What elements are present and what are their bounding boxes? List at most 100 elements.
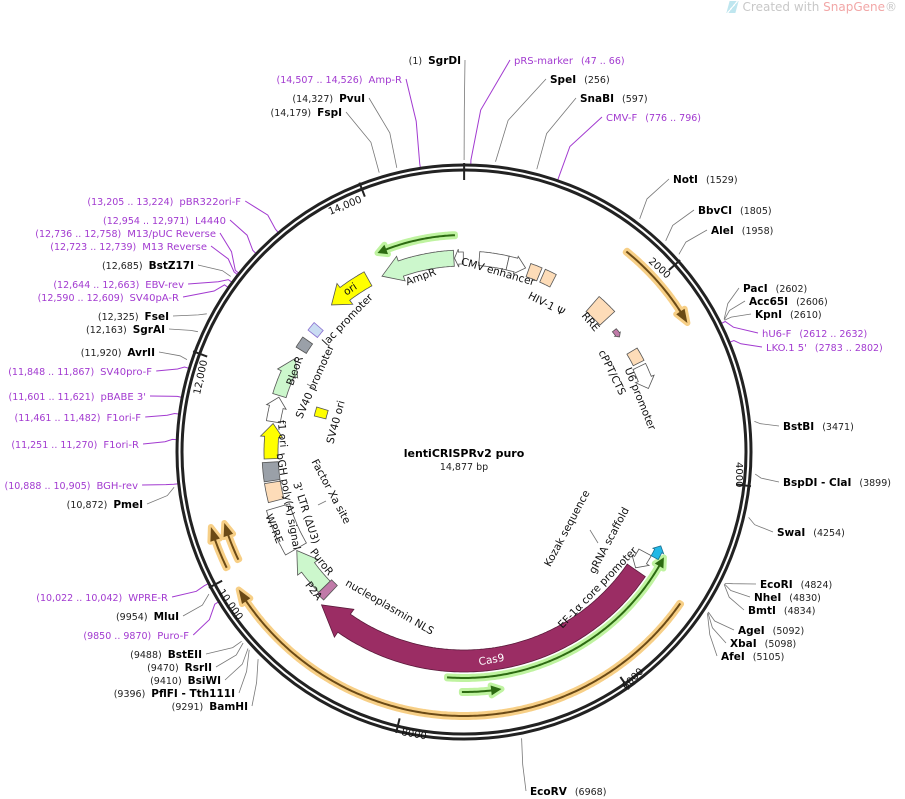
primer-cmv-f[interactable]: CMV-F(776 .. 796) — [606, 113, 701, 124]
site-pvui[interactable]: (14,327)PvuI — [292, 93, 365, 105]
cmv-promoter-feature[interactable] — [505, 255, 527, 275]
site-nhei[interactable]: NheI(4830) — [754, 592, 821, 604]
lac-operator-feature[interactable] — [295, 336, 314, 354]
u6-box-feature[interactable] — [626, 347, 645, 367]
ampr-feature[interactable] — [381, 249, 455, 282]
primer-sv40pa-r[interactable]: (12,590 .. 12,609)SV40pA-R — [38, 293, 179, 304]
p2a-feature[interactable] — [316, 579, 338, 601]
site-spei[interactable]: SpeI(256) — [550, 74, 610, 86]
orf-arc-small[interactable] — [458, 682, 505, 699]
site-rsrii[interactable]: (9470)RsrII — [147, 662, 212, 674]
site-bstz17i[interactable]: (12,685)BstZ17I — [102, 260, 194, 272]
feature-label-factor-xa: Factor Xa site — [309, 457, 353, 526]
primer-leader-line — [229, 219, 258, 255]
leader-lines — [142, 59, 780, 792]
site-leader-line — [172, 313, 207, 317]
puror-feature[interactable] — [296, 549, 331, 593]
site-noti[interactable]: NotI(1529) — [673, 174, 738, 186]
u6-promoter-feature[interactable] — [632, 362, 655, 390]
cas9-feature[interactable] — [320, 563, 646, 673]
site-fspi[interactable]: (14,179)FspI — [270, 107, 342, 119]
wpre-feature[interactable] — [266, 503, 307, 556]
primer-pbr322ori-f[interactable]: (13,205 .. 13,224)pBR322ori-F — [87, 197, 241, 208]
lac-promoter-feature[interactable] — [307, 322, 324, 339]
site-bbvci[interactable]: BbvCI(1805) — [698, 205, 772, 217]
primer-leader-line — [719, 320, 759, 334]
site-acc65i[interactable]: Acc65I(2606) — [749, 296, 828, 308]
primer-ebv-rev[interactable]: (12,644 .. 12,663)EBV-rev — [53, 280, 184, 291]
site-bamhi[interactable]: (9291)BamHI — [172, 701, 248, 713]
site-fsei[interactable]: (12,325)FseI — [98, 311, 169, 323]
site-bsiwi[interactable]: (9410)BsiWI — [150, 675, 221, 687]
bgh-polya-feature[interactable] — [261, 461, 281, 483]
primer-leader-line — [156, 366, 191, 372]
primer-lko1-5[interactable]: LKO.1 5'(2783 .. 2802) — [766, 343, 883, 354]
hiv1-psi-feature-1[interactable] — [525, 262, 543, 282]
ampr-promoter-feature[interactable] — [454, 248, 464, 268]
ltr-feature[interactable] — [264, 480, 285, 504]
site-bspdi-clai[interactable]: BspDI - ClaI(3899) — [783, 477, 891, 489]
site-sgrai[interactable]: (12,163)SgrAI — [86, 324, 165, 336]
primer-prs-marker[interactable]: pRS-marker(47 .. 66) — [514, 56, 625, 67]
site-avrii[interactable]: (11,920)AvrII — [81, 347, 155, 359]
primer-sv40pro-f[interactable]: (11,848 .. 11,867)SV40pro-F — [8, 367, 152, 378]
primer-m13-reverse[interactable]: (12,723 .. 12,739)M13 Reverse — [50, 242, 207, 253]
orf-arc-bottom[interactable] — [235, 586, 685, 720]
f1-ori-feature[interactable] — [259, 422, 284, 460]
site-leader-line — [495, 78, 547, 162]
site-alei[interactable]: AleI(1958) — [711, 225, 773, 237]
cppt-feature[interactable] — [611, 328, 621, 338]
site-leader-line — [754, 421, 780, 427]
primer-leader-line — [219, 232, 241, 275]
site-snabi[interactable]: SnaBI(597) — [580, 93, 648, 105]
site-afei[interactable]: AfeI(5105) — [721, 651, 784, 663]
site-swai[interactable]: SwaI(4254) — [777, 527, 845, 539]
primer-f1ori-r[interactable]: (11,251 .. 11,270)F1ori-R — [11, 440, 139, 451]
ori-feature[interactable] — [330, 271, 373, 306]
site-pmei[interactable]: (10,872)PmeI — [67, 499, 143, 511]
primer-f1ori-f[interactable]: (11,461 .. 11,482)F1ori-F — [15, 413, 142, 424]
site-bstbi[interactable]: BstBI(3471) — [783, 421, 854, 433]
feature-label-cas9: Cas9 — [478, 652, 506, 668]
site-leader-line — [724, 583, 751, 598]
orf-arc-small-outer[interactable] — [207, 524, 231, 572]
site-agei[interactable]: AgeI(5092) — [738, 625, 804, 637]
primer-puro-f[interactable]: (9850 .. 9870)Puro-F — [83, 631, 189, 642]
primer-l4440[interactable]: (12,954 .. 12,971)L4440 — [103, 216, 226, 227]
primer-leader-line — [405, 78, 422, 170]
primer-pbabe-3[interactable]: (11,601 .. 11,621)pBABE 3' — [8, 392, 146, 403]
site-ecorv[interactable]: EcoRV(6968) — [530, 786, 606, 798]
grna-scaffold-feature[interactable] — [650, 545, 665, 561]
site-kpni[interactable]: KpnI(2610) — [755, 309, 822, 321]
site-mlui[interactable]: (9954)MluI — [116, 611, 179, 623]
site-ecori[interactable]: EcoRI(4824) — [760, 579, 832, 591]
primer-m13-puc-reverse[interactable]: (12,736 .. 12,758)M13/pUC Reverse — [35, 229, 216, 240]
site-bmti[interactable]: BmtI(4834) — [748, 605, 815, 617]
primer-amp-r[interactable]: (14,507 .. 14,526)Amp-R — [277, 75, 403, 86]
orf-arc-small-inner[interactable] — [220, 520, 243, 564]
hiv1-psi-feature-2[interactable] — [539, 268, 557, 288]
primer-wpre-r[interactable]: (10,022 .. 10,042)WPRE-R — [36, 593, 168, 604]
primer-leader-line — [145, 412, 181, 418]
orf-arc-ampr[interactable] — [374, 231, 458, 258]
tick-mark — [619, 676, 630, 690]
site-bsteii[interactable]: (9488)BstEII — [130, 649, 202, 661]
rre-feature[interactable] — [585, 295, 616, 326]
site-pflfi-tth111i[interactable]: (9396)PflFI - Tth111I — [114, 688, 235, 700]
primer-hu6-f[interactable]: hU6-F(2612 .. 2632) — [762, 329, 867, 340]
feature-leader-kozak — [589, 529, 599, 544]
primer-bgh-rev[interactable]: (10,888 .. 10,905)BGH-rev — [4, 481, 138, 492]
site-sgrdi[interactable]: (1)SgrDI — [409, 55, 461, 67]
site-paci[interactable]: PacI(2602) — [743, 283, 807, 295]
bleor-feature[interactable] — [272, 357, 299, 399]
site-leader-line — [168, 328, 198, 333]
orf-arc-2000[interactable] — [622, 247, 691, 326]
site-xbai[interactable]: XbaI(5098) — [730, 638, 796, 650]
ef1a-promoter-feature[interactable] — [631, 548, 652, 569]
primer-leader-line — [171, 582, 210, 598]
site-leader-line — [678, 229, 708, 255]
sv40-promoter-feature[interactable] — [265, 396, 287, 424]
sv40-ori-feature[interactable] — [313, 406, 329, 420]
site-leader-line — [238, 649, 250, 694]
orf-arc-cas9[interactable] — [444, 554, 667, 682]
